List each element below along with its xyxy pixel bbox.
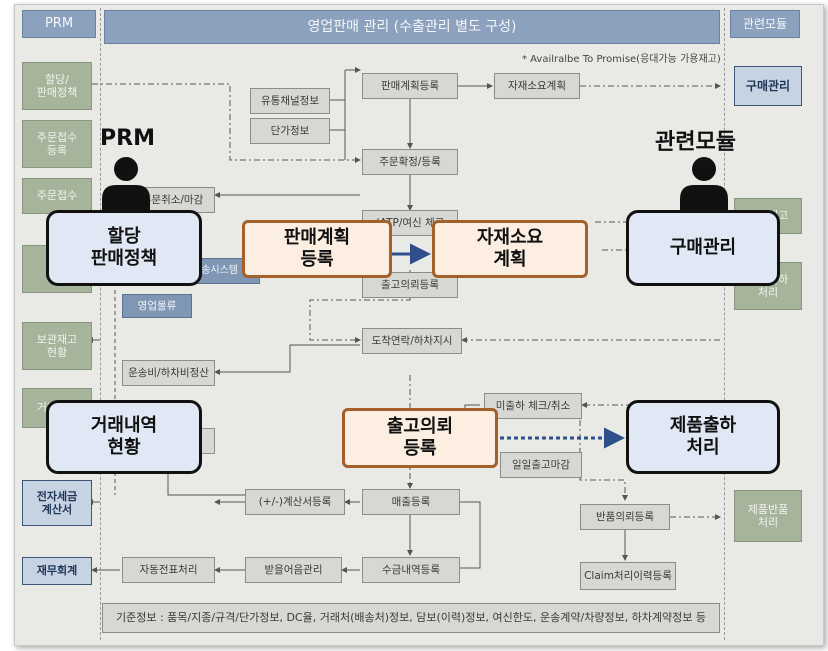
- footer-basic-info: 기준정보 : 품목/지종/규격/단가정보, DC율, 거래처(배송처)정보, 담…: [102, 603, 720, 633]
- box-claim-reg: Claim처리이력등록: [580, 562, 676, 590]
- left-tax-invoice: 전자세금 계산서: [22, 480, 92, 526]
- left-order-receipt-1: 주문접수 등록: [22, 120, 92, 168]
- box-sales-logistics: 영업물류: [122, 294, 192, 318]
- header-sales-management: 영업판매 관리 (수출관리 별도 구성): [104, 10, 720, 44]
- overlay-module-label: 관련모듈: [655, 130, 736, 155]
- left-separator: [100, 8, 102, 640]
- left-order-receipt-2: 주문접수: [22, 178, 92, 214]
- header-prm: PRM: [22, 10, 96, 38]
- box-freight-settlement: 운송비/하차비정산: [122, 360, 215, 386]
- right-product-return: 제품반품 처리: [734, 490, 802, 542]
- header-related-modules: 관련모듈: [730, 10, 800, 38]
- box-material-plan: 자재소요계획: [494, 73, 580, 99]
- box-sales-reg: 매출등록: [362, 489, 460, 515]
- box-arrival-contact: 도착연락/하차지시: [362, 328, 462, 354]
- overlay-purchase: 구매관리: [626, 210, 780, 286]
- box-order-confirm: 주문확정/등록: [362, 149, 458, 175]
- overlay-prm-label: PRM: [100, 126, 155, 151]
- atp-note: * Availralbe To Promise(응대가능 가용재고): [522, 54, 721, 65]
- box-return-request: 반품의뢰등록: [580, 504, 670, 530]
- box-notes-mgmt: 받을어음관리: [245, 557, 342, 583]
- overlay-material-plan: 자재소요 계획: [432, 220, 588, 278]
- right-purchase-mgmt: 구매관리: [734, 66, 802, 106]
- overlay-trade-history: 거래내역 현황: [46, 400, 202, 474]
- left-finance: 재무회계: [22, 557, 92, 585]
- right-separator: [724, 8, 726, 640]
- person-icon-prm: [102, 157, 150, 215]
- box-auto-slip: 자동전표처리: [122, 557, 215, 583]
- overlay-sales-plan: 판매계획 등록: [242, 220, 392, 278]
- box-daily-close: 일일출고마감: [500, 452, 582, 478]
- box-sales-plan-reg: 판매계획등록: [362, 73, 458, 99]
- background-frame: [14, 4, 824, 646]
- box-collection-reg: 수금내역등록: [362, 557, 460, 583]
- person-icon-module: [680, 157, 728, 215]
- overlay-allocation-policy: 할당 판매정책: [46, 210, 202, 286]
- box-unshipped-check: 미출하 체크/취소: [484, 393, 582, 419]
- left-allocation-policy: 할당/ 판매정책: [22, 62, 92, 110]
- overlay-product-shipping: 제품출하 처리: [626, 400, 780, 474]
- box-channel-info: 유통채널정보: [250, 88, 330, 114]
- overlay-shipping-request: 출고의뢰 등록: [342, 408, 498, 468]
- box-invoice-reg: (+/-)계산서등록: [245, 489, 345, 515]
- left-storage-inventory: 보관재고 현황: [22, 322, 92, 370]
- box-price-info: 단가정보: [250, 118, 330, 144]
